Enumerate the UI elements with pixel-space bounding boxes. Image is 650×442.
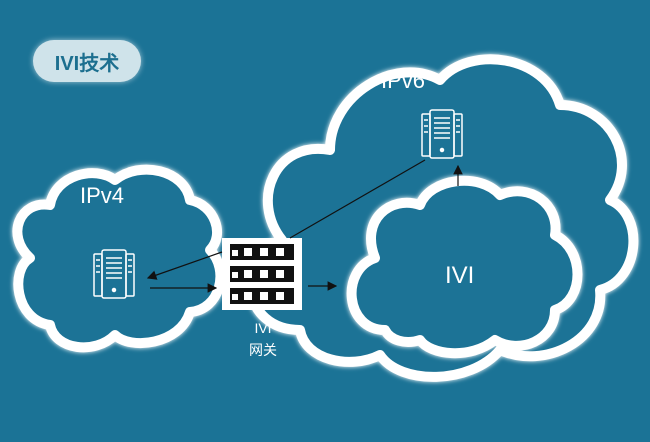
ipv6-server-icon bbox=[421, 109, 463, 159]
ipv6-label: IPv6 bbox=[381, 68, 426, 93]
title-badge: IVI技术 bbox=[33, 40, 141, 82]
gateway-icon bbox=[222, 238, 302, 310]
gateway-label-line1: IVI bbox=[254, 320, 272, 336]
arrow-gateway-to-ipv6-server bbox=[289, 159, 426, 239]
ivi-cloud bbox=[346, 175, 583, 359]
gateway-label-line2: 网关 bbox=[249, 342, 277, 358]
ivi-label: IVI bbox=[445, 262, 475, 289]
arrow-gateway-to-ipv4-server bbox=[146, 251, 223, 280]
ipv4-server-icon bbox=[93, 249, 135, 299]
ipv4-label: IPv4 bbox=[80, 183, 125, 208]
